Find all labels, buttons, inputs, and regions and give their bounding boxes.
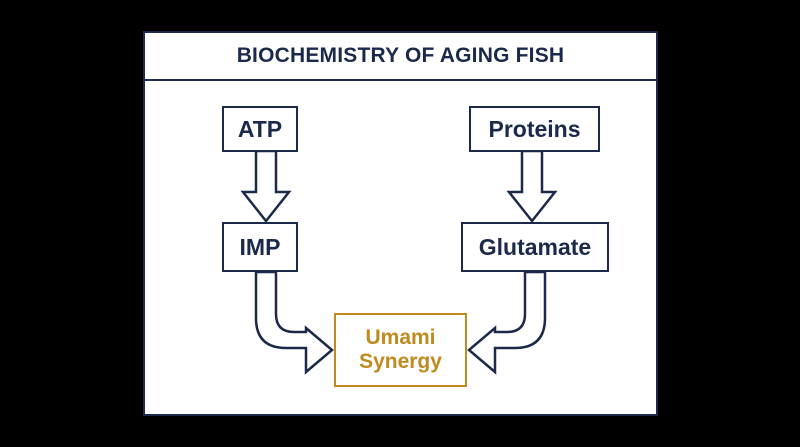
node-imp-label: IMP bbox=[239, 233, 281, 260]
node-glutamate-label: Glutamate bbox=[478, 233, 592, 260]
diagram-title: BIOCHEMISTRY OF AGING FISH bbox=[236, 44, 565, 67]
node-glutamate: Glutamate bbox=[461, 222, 609, 272]
node-proteins: Proteins bbox=[469, 106, 600, 152]
node-atp-label: ATP bbox=[237, 115, 283, 142]
node-umami-synergy: Umami Synergy bbox=[334, 313, 467, 387]
node-atp: ATP bbox=[222, 106, 298, 152]
arrow-atp-to-imp bbox=[240, 149, 292, 224]
arrow-glutamate-to-umami bbox=[467, 270, 547, 375]
arrow-proteins-to-glutamate bbox=[506, 149, 558, 224]
node-imp: IMP bbox=[222, 222, 298, 272]
title-bar: BIOCHEMISTRY OF AGING FISH bbox=[145, 33, 656, 81]
arrow-imp-to-umami bbox=[254, 270, 334, 375]
node-proteins-label: Proteins bbox=[488, 115, 581, 142]
node-umami-synergy-label: Umami Synergy bbox=[359, 325, 442, 373]
